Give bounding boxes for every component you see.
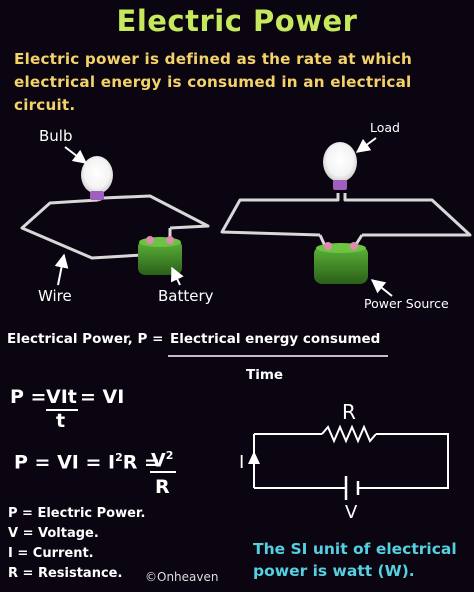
power-source-label: Power Source: [364, 296, 449, 311]
eq2-mid: R =: [122, 451, 160, 474]
credit-text: ©Onheaven: [145, 570, 219, 584]
eq1-lhs: P =: [10, 386, 47, 408]
right-power-source: [314, 242, 368, 284]
si-unit-note: The SI unit of electrical power is watt …: [253, 540, 457, 580]
wire-label: Wire: [38, 287, 72, 305]
right-wire-loop: [220, 193, 472, 237]
load-label: Load: [370, 120, 400, 135]
source-arrow: [370, 279, 393, 297]
definition-i: I = Current.: [8, 546, 94, 561]
eq2-numerator: V2: [151, 449, 173, 471]
resistor-symbol: [321, 424, 377, 444]
definition-r: R = Resistance.: [8, 566, 123, 581]
formula-lhs: Electrical Power, P =: [7, 331, 164, 347]
bulb-label: Bulb: [39, 127, 73, 145]
current-arrow-icon: [248, 451, 260, 464]
voltage-label: V: [345, 502, 358, 523]
page-title: Electric Power: [116, 4, 358, 38]
eq2-denominator: R: [155, 476, 170, 498]
eq2-exponent: 2: [115, 451, 123, 464]
left-bulb: [81, 156, 113, 200]
right-bulb: [323, 142, 357, 190]
eq2-lhs: P = VI = I: [14, 451, 116, 474]
resistor-label: R: [342, 400, 356, 424]
formula-denominator: Time: [246, 367, 284, 383]
schematic-wire: [254, 433, 449, 489]
intro-text: Electric power is defined as the rate at…: [14, 50, 413, 114]
left-battery: [138, 236, 182, 275]
load-arrow: [355, 137, 377, 153]
eq2-num-exponent: 2: [165, 449, 174, 462]
circuit-schematic: [248, 424, 449, 500]
right-circuit: [220, 137, 472, 297]
eq1-denominator: t: [56, 410, 66, 432]
battery-arrow: [171, 266, 184, 286]
eq1-numerator: VIt: [46, 386, 77, 408]
definition-v: V = Voltage.: [8, 526, 99, 541]
eq2-num: V: [151, 449, 166, 472]
bulb-arrow: [64, 146, 88, 164]
eq1-rhs: = VI: [80, 386, 125, 408]
current-label: I: [239, 452, 245, 473]
left-circuit: [20, 146, 210, 286]
wire-arrow: [54, 253, 69, 286]
formula-numerator: Electrical energy consumed: [170, 331, 381, 347]
left-wire-loop: [20, 194, 210, 260]
eq2-expression: P = VI = I2R =: [14, 451, 160, 473]
definition-p: P = Electric Power.: [8, 506, 146, 521]
battery-label: Battery: [158, 287, 214, 305]
